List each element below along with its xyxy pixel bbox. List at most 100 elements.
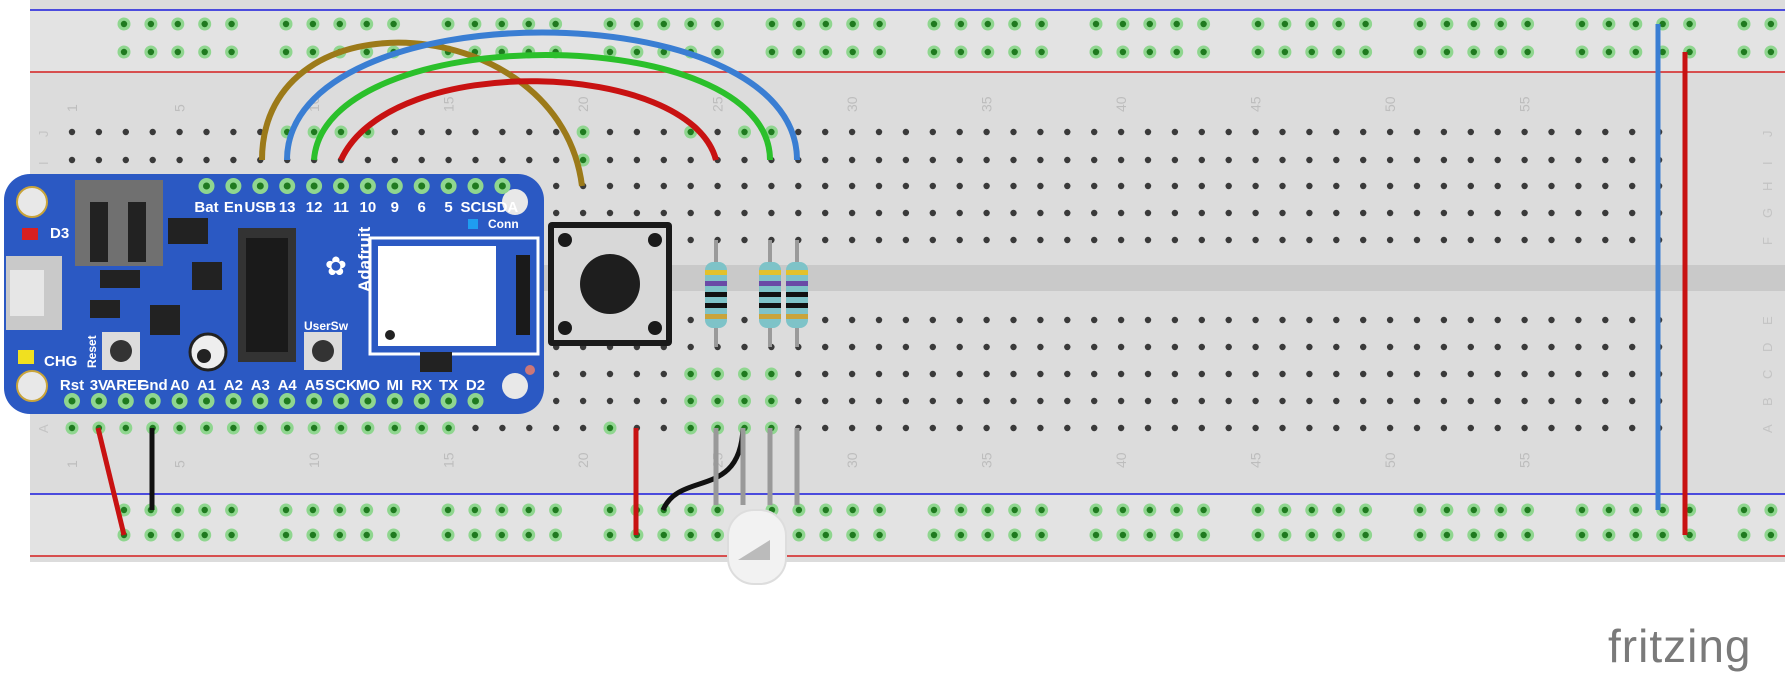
hole [741,157,747,163]
hole [1010,398,1016,404]
hole [822,129,828,135]
hole [445,129,451,135]
hole [823,532,829,538]
hole [472,532,478,538]
hole [957,157,963,163]
hole [931,507,937,513]
hole [526,507,532,513]
hole [983,317,989,323]
feather-pin-center [472,183,479,190]
hole [1333,210,1339,216]
hole [1417,507,1423,513]
hole [1199,183,1205,189]
hole [1444,532,1450,538]
hole [1414,210,1420,216]
hole [957,371,963,377]
hole [1306,317,1312,323]
row-letter: D [1760,343,1775,352]
hole [1252,371,1258,377]
hole [1498,507,1504,513]
hole [1333,344,1339,350]
hole [1495,344,1501,350]
hole [1255,507,1261,513]
hole [1226,129,1232,135]
hole [1309,49,1315,55]
mount-hole-br [502,373,528,399]
hole [580,398,586,404]
hole [1012,49,1018,55]
feather-pin-center [311,398,318,405]
hole [931,49,937,55]
hole [1548,398,1554,404]
resistor-band [786,270,808,275]
row-letter: I [1760,161,1775,165]
hole [930,183,936,189]
hole [203,157,209,163]
hole [1629,210,1635,216]
feather-bottom-pin-label: Gnd [138,377,168,394]
hole [1093,507,1099,513]
hole [445,157,451,163]
tactile-button[interactable] [548,222,672,346]
hole [983,157,989,163]
hole [392,157,398,163]
hole [1441,425,1447,431]
resistor-band [786,292,808,297]
hole [1010,371,1016,377]
hole [1118,183,1124,189]
hole [1414,157,1420,163]
feather-pin-center [203,398,210,405]
feather-pin-center [445,398,452,405]
feather-pin-center [203,183,210,190]
hole [1012,532,1018,538]
feather-top-pin-label: 11 [333,199,349,216]
chip [100,270,140,288]
hole [930,371,936,377]
feather-bottom-pin-label: SCK [325,377,357,394]
row-letter: A [1760,424,1775,433]
hole [822,237,828,243]
hole [1120,507,1126,513]
hole [1575,210,1581,216]
hole [1498,21,1504,27]
hole [1468,237,1474,243]
hole [876,532,882,538]
hole [876,129,882,135]
row-letter: C [1760,370,1775,379]
hole [1118,129,1124,135]
hole [1444,21,1450,27]
column-label: 45 [1248,452,1264,468]
hole [823,49,829,55]
hole [1387,183,1393,189]
hole [338,129,344,135]
hole [1282,507,1288,513]
hole [768,183,774,189]
hole [688,157,694,163]
hole [876,49,882,55]
hole [795,371,801,377]
hole [310,532,316,538]
hole [1768,49,1774,55]
feather-top-pin-label: 5 [444,199,452,216]
hole [1226,344,1232,350]
hole [958,507,964,513]
hole [1633,49,1639,55]
hole [1252,344,1258,350]
column-label: 50 [1382,452,1398,468]
hole [1414,344,1420,350]
hole [175,21,181,27]
hole [688,507,694,513]
hole [283,49,289,55]
hole [1306,237,1312,243]
hole [526,157,532,163]
hole [150,129,156,135]
feather-pin-center [391,398,398,405]
hole [1414,371,1420,377]
hole [1010,344,1016,350]
hole [1495,157,1501,163]
resistor-band [786,281,808,286]
status-led-chg [18,350,34,364]
hole [123,129,129,135]
hole [121,49,127,55]
